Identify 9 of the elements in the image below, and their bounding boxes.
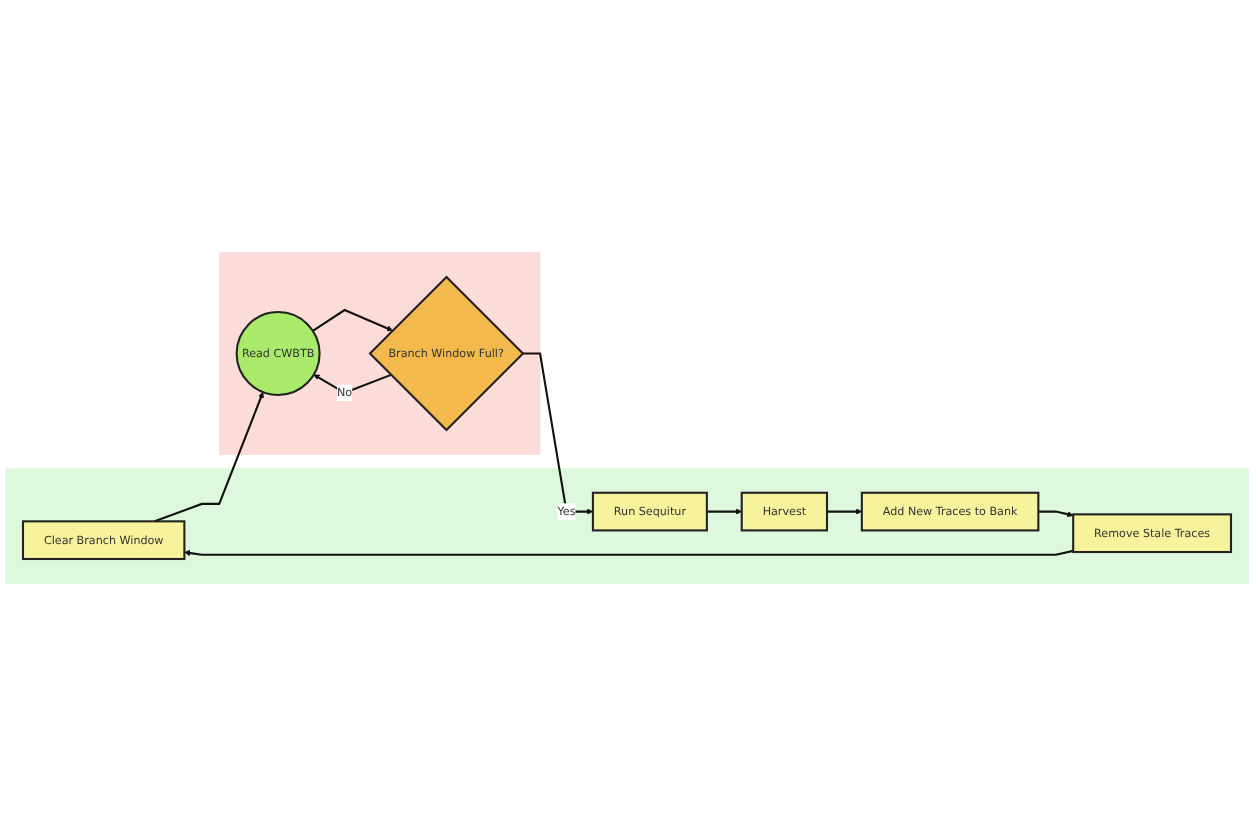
- cluster: [218, 252, 541, 455]
- arrow: [312, 308, 393, 332]
- arrow: [1038, 510, 1074, 518]
- arrow: [827, 508, 863, 515]
- arrow: [184, 549, 1074, 557]
- arrow: [522, 352, 594, 515]
- arrow: [154, 391, 264, 523]
- arrow: [706, 508, 742, 515]
- cluster: [5, 468, 1249, 584]
